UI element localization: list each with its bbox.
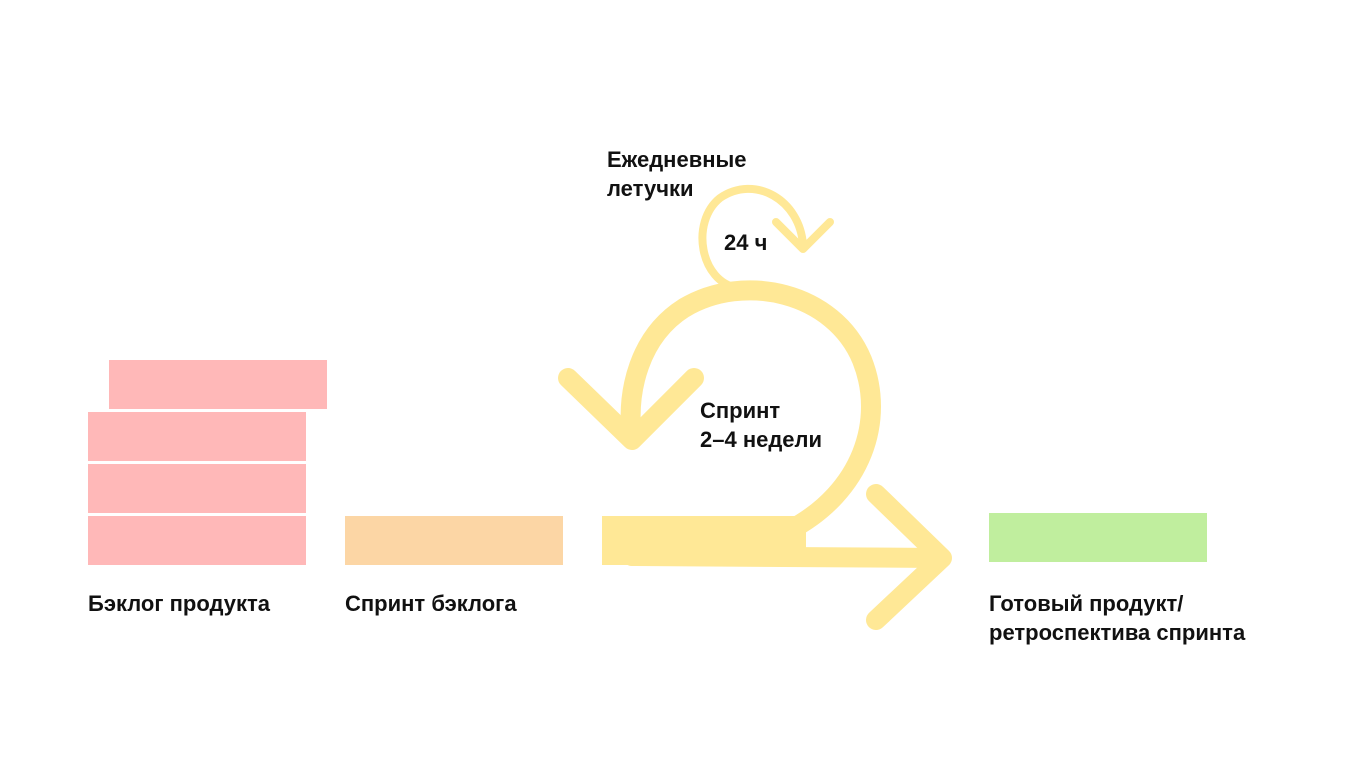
flow-arrow [622,546,950,568]
backlog-block-3 [88,464,306,513]
backlog-block-1 [109,360,327,409]
daily-loop-arrowhead [772,218,834,253]
sprint-label-line1: Спринт [700,398,781,423]
sprint-loop-arrow [620,280,881,540]
daily-label-line2: летучки [607,176,694,201]
done-block [989,513,1207,562]
flow-arrowhead [866,484,952,630]
sprint-backlog-label: Спринт бэклога [345,591,517,616]
sprint-label-line2: 2–4 недели [700,427,823,452]
product-backlog-label: Бэклог продукта [88,591,271,616]
done-label-line2: ретроспектива спринта [989,620,1246,645]
daily-label-line1: Ежедневные [607,147,747,172]
done-label-line1: Готовый продукт/ [989,591,1184,616]
sprint-loop-arrowhead [558,368,704,450]
sprint-backlog-block [345,516,563,565]
backlog-block-4 [88,516,306,565]
daily-loop-arrow [698,184,807,292]
hours-label: 24 ч [724,230,768,255]
backlog-block-2 [88,412,306,461]
